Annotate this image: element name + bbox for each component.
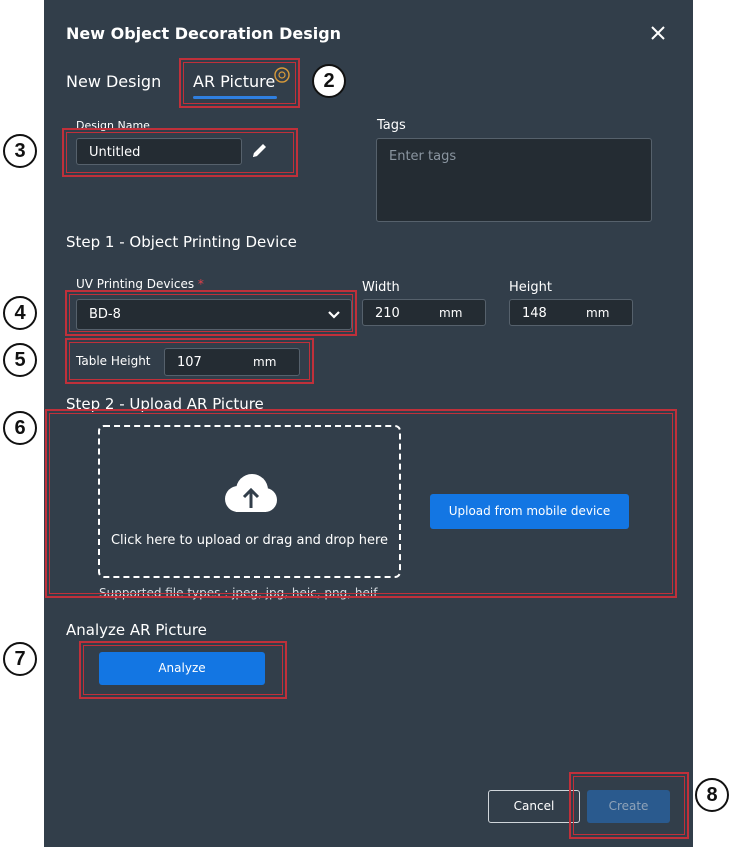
tab-new-design[interactable]: New Design	[66, 72, 162, 91]
design-name-field[interactable]: Untitled	[76, 138, 242, 165]
height-field[interactable]: 148 mm	[509, 299, 633, 326]
device-label-text: UV Printing Devices	[76, 277, 195, 291]
active-tab-indicator	[193, 96, 278, 99]
upload-instructions: Click here to upload or drag and drop he…	[110, 533, 389, 548]
upload-dropzone[interactable]: Click here to upload or drag and drop he…	[98, 425, 401, 578]
supported-file-types: Supported file types : jpeg, jpg, heic, …	[99, 586, 378, 600]
table-height-unit: mm	[253, 355, 277, 369]
height-label: Height	[509, 280, 552, 295]
chevron-down-icon	[327, 309, 341, 324]
create-button[interactable]: Create	[587, 790, 670, 823]
callout-8: 8	[695, 778, 729, 812]
required-mark: *	[197, 277, 204, 291]
height-value: 148	[522, 306, 547, 321]
callout-6: 6	[3, 411, 37, 445]
step1-heading: Step 1 - Object Printing Device	[66, 233, 297, 251]
dialog-title: New Object Decoration Design	[66, 24, 342, 43]
tags-label: Tags	[377, 118, 406, 133]
callout-3: 3	[3, 134, 37, 168]
pencil-icon[interactable]	[250, 142, 270, 164]
table-height-field[interactable]: 107 mm	[164, 348, 300, 376]
width-field[interactable]: 210 mm	[362, 299, 486, 326]
analyze-heading: Analyze AR Picture	[66, 621, 207, 639]
height-unit: mm	[586, 306, 610, 320]
analyze-button[interactable]: Analyze	[99, 652, 265, 685]
design-name-label: Design Name	[76, 119, 150, 132]
device-select[interactable]: BD-8	[76, 299, 352, 330]
tags-input[interactable]: Enter tags	[376, 138, 652, 222]
cancel-button[interactable]: Cancel	[488, 790, 580, 823]
width-unit: mm	[439, 306, 463, 320]
device-select-value: BD-8	[89, 307, 121, 322]
tags-placeholder: Enter tags	[389, 149, 457, 164]
callout-5: 5	[3, 343, 37, 377]
upload-mobile-button[interactable]: Upload from mobile device	[430, 494, 629, 529]
close-icon[interactable]	[649, 24, 667, 42]
dialog: New Object Decoration Design New Design …	[44, 0, 693, 847]
ar-badge-icon	[273, 66, 291, 88]
table-height-label: Table Height	[76, 354, 151, 368]
tab-ar-picture-label: AR Picture	[193, 72, 276, 91]
width-value: 210	[375, 306, 400, 321]
table-height-value: 107	[177, 355, 202, 370]
device-label: UV Printing Devices *	[76, 277, 204, 291]
callout-2: 2	[312, 64, 346, 98]
callout-4: 4	[3, 296, 37, 330]
tab-ar-picture[interactable]: AR Picture	[193, 72, 278, 99]
width-label: Width	[362, 280, 400, 295]
cloud-upload-icon	[218, 473, 282, 521]
step2-heading: Step 2 - Upload AR Picture	[66, 395, 264, 413]
callout-7: 7	[3, 642, 37, 676]
